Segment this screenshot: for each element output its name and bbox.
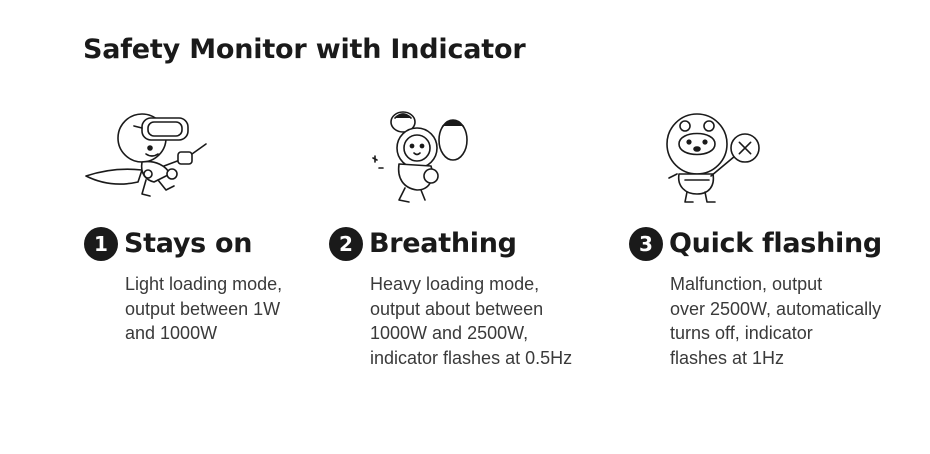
mode-description: Heavy loading mode, output about between… [370,272,572,370]
page-title: Safety Monitor with Indicator [83,34,526,65]
description-line: Light loading mode, [125,274,283,294]
description-line: output about between [370,298,544,319]
description-line: turns off, indicator [670,323,813,343]
mode-description: Light loading mode, output between 1W an… [125,272,282,346]
step-number-badge: 2 [329,227,363,261]
step-number-badge: 1 [84,227,118,261]
step-number-badge: 3 [629,227,663,261]
description-line: 1000W and 2500W, [370,323,529,343]
astronaut-jetpack-icon [369,104,509,208]
bear-astronaut-stop-sign-icon [645,104,785,208]
mode-heading: 3 Quick flashing [629,226,882,262]
description-line: flashes at 1Hz [670,347,785,368]
mode-title: Breathing [369,228,517,259]
mode-title: Quick flashing [669,228,882,259]
mode-description: Malfunction, output over 2500W, automati… [670,272,881,370]
description-line: indicator flashes at 0.5Hz [370,347,573,368]
description-line: over 2500W, automatically [670,298,882,319]
description-line: output between 1W [125,298,281,319]
mode-heading: 1 Stays on [84,226,252,262]
description-line: Heavy loading mode, [370,274,540,294]
description-line: and 1000W [125,323,218,343]
astronaut-flying-icon [84,104,224,208]
mode-title: Stays on [124,228,253,259]
mode-heading: 2 Breathing [329,226,517,262]
description-line: Malfunction, output [670,274,823,294]
